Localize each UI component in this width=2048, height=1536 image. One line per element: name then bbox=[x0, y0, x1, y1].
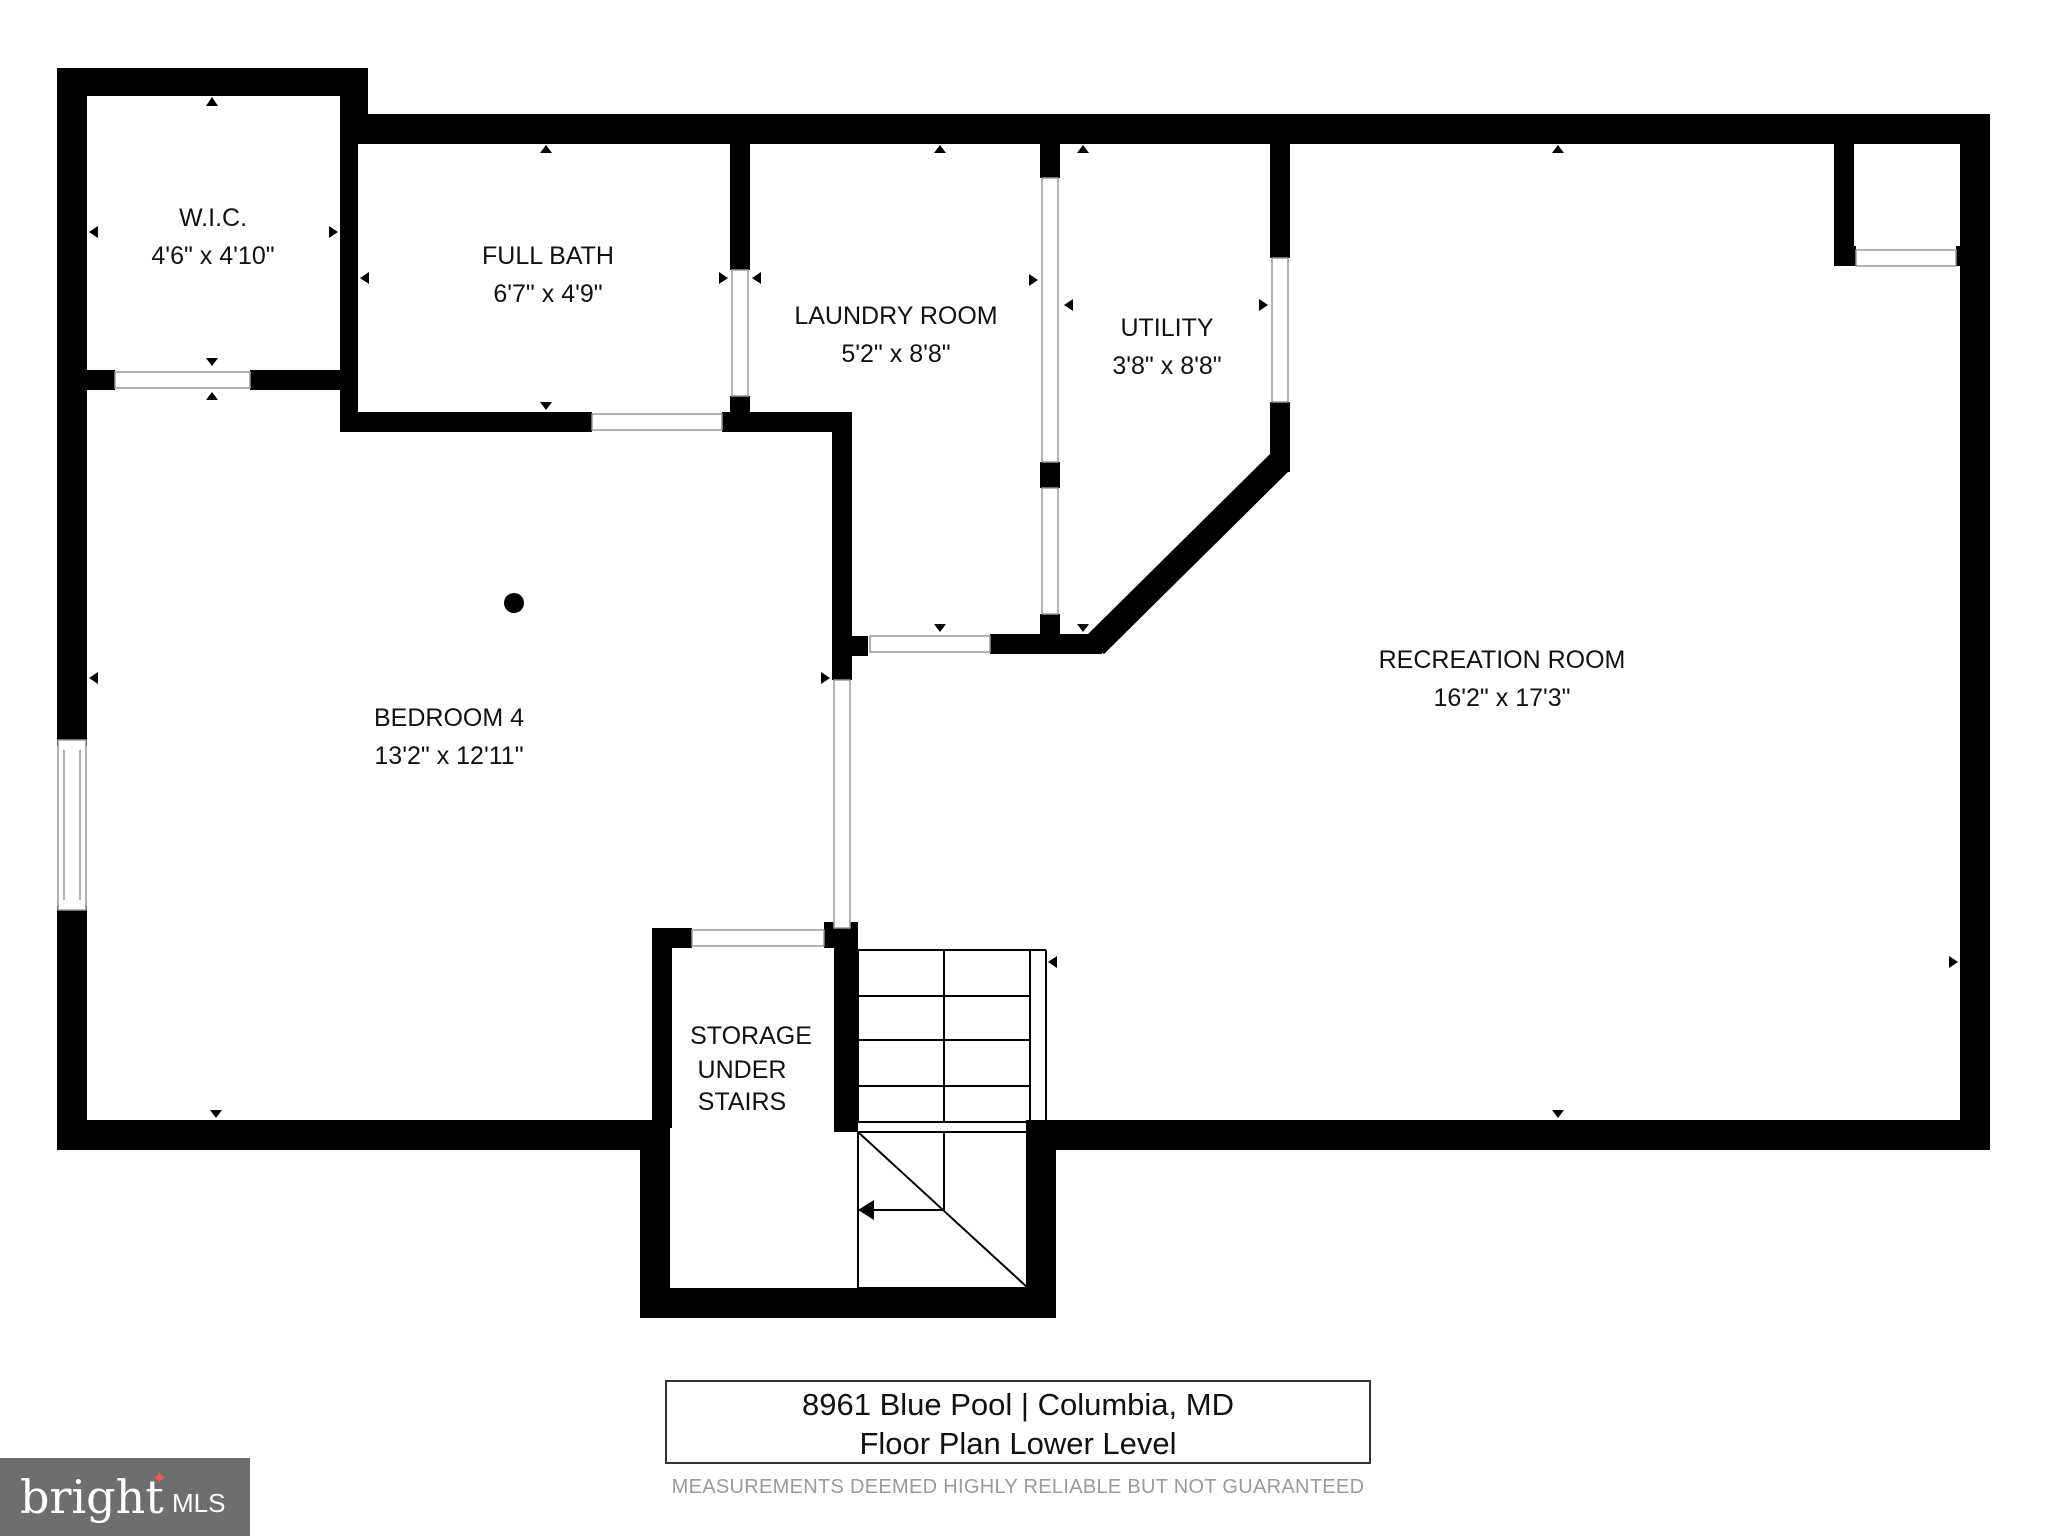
door-laundry-utility-2 bbox=[1041, 487, 1059, 615]
wall-top bbox=[340, 114, 1990, 144]
room-name-laundry-room: LAUNDRY ROOM bbox=[794, 302, 997, 330]
room-size-bedroom-4: 13'2" x 12'11" bbox=[374, 742, 523, 770]
room-size-utility: 3'8" x 8'8" bbox=[1112, 352, 1221, 380]
wall-left bbox=[57, 68, 87, 746]
room-size-recreation-room: 16'2" x 17'3" bbox=[1433, 684, 1570, 712]
caption-address: 8961 Blue Pool | Columbia, MD bbox=[802, 1387, 1234, 1422]
wall-utility-right-lower bbox=[1270, 402, 1290, 472]
wall-wic-bottom-left bbox=[57, 370, 115, 390]
wall-bath-bottom-left bbox=[340, 412, 592, 432]
ceiling-light-icon bbox=[504, 593, 524, 613]
door-bedroom-rec bbox=[833, 679, 851, 929]
room-size-laundry-room: 5'2" x 8'8" bbox=[841, 340, 950, 368]
room-name-recreation-room: RECREATION ROOM bbox=[1379, 646, 1626, 674]
caption-box: 8961 Blue Pool | Columbia, MD Floor Plan… bbox=[665, 1380, 1371, 1464]
wall-wic-top bbox=[57, 68, 368, 96]
walls bbox=[57, 68, 1990, 1318]
window-bedroom-left bbox=[57, 739, 87, 911]
wall-stairbox-bottom bbox=[640, 1288, 1056, 1318]
wall-laundry-right-mid bbox=[1040, 462, 1060, 488]
bright-mls-logo: bright ✦ MLS bbox=[0, 1458, 250, 1536]
dimension-markers bbox=[89, 97, 1958, 1118]
wall-storage-left bbox=[652, 928, 672, 1128]
disclaimer-text: MEASUREMENTS DEEMED HIGHLY RELIABLE BUT … bbox=[671, 1476, 1365, 1498]
wall-wic-right bbox=[340, 114, 358, 430]
door-utility-rec bbox=[1271, 257, 1289, 403]
stairs bbox=[857, 949, 1047, 1289]
wall-bedroom-right-upper bbox=[832, 412, 852, 680]
door-wic bbox=[114, 371, 251, 389]
wall-closet-right-stub bbox=[1956, 246, 1990, 266]
door-storage bbox=[691, 929, 825, 947]
openings bbox=[57, 177, 1957, 947]
room-name-storage-line3: STAIRS bbox=[698, 1088, 786, 1116]
wall-bath-bottom-right bbox=[722, 412, 852, 432]
wall-storage-right bbox=[834, 922, 858, 1132]
room-labels: W.I.C. 4'6" x 4'10" FULL BATH 6'7" x 4'9… bbox=[151, 204, 1625, 1116]
logo-suffix: MLS bbox=[172, 1488, 226, 1518]
wall-closet-left bbox=[1834, 140, 1854, 266]
caption-level: Floor Plan Lower Level bbox=[859, 1426, 1177, 1461]
wall-stairbox-right bbox=[1026, 1120, 1056, 1318]
room-name-storage-line2: UNDER bbox=[698, 1056, 787, 1084]
room-name-full-bath: FULL BATH bbox=[482, 242, 614, 270]
wall-right bbox=[1960, 114, 1990, 1150]
wall-bottom-left bbox=[57, 1120, 658, 1150]
wall-left-lower bbox=[57, 906, 87, 1150]
wall-utility-diagonal bbox=[1082, 454, 1290, 654]
door-closet bbox=[1855, 249, 1957, 267]
wall-laundry-right-bottom bbox=[1040, 614, 1060, 654]
room-name-bedroom-4: BEDROOM 4 bbox=[374, 704, 524, 732]
wall-utility-right-top bbox=[1270, 140, 1290, 258]
logo-spark-icon: ✦ bbox=[152, 1468, 168, 1489]
logo-word: bright bbox=[20, 1470, 164, 1524]
door-laundry-bottom bbox=[869, 635, 991, 653]
door-bath bbox=[591, 413, 723, 431]
room-size-full-bath: 6'7" x 4'9" bbox=[493, 280, 602, 308]
room-name-wic: W.I.C. bbox=[179, 204, 247, 232]
wall-stairbox-left bbox=[640, 1120, 670, 1318]
wall-bath-right-lower bbox=[730, 396, 750, 432]
wall-closet-stub bbox=[1834, 246, 1856, 266]
wall-storage-top-left bbox=[652, 928, 692, 948]
wall-laundry-right-top bbox=[1040, 140, 1060, 178]
room-name-utility: UTILITY bbox=[1120, 314, 1213, 342]
room-name-storage-line1: STORAGE bbox=[690, 1022, 812, 1050]
door-laundry-utility bbox=[1041, 177, 1059, 463]
wall-bottom-right bbox=[1030, 1120, 1990, 1150]
wall-wic-bottom-right bbox=[250, 370, 358, 390]
wall-bedroom-right-stub bbox=[832, 636, 868, 656]
room-size-wic: 4'6" x 4'10" bbox=[151, 242, 274, 270]
door-bath-laundry bbox=[731, 269, 749, 397]
wall-bath-right bbox=[730, 140, 750, 270]
